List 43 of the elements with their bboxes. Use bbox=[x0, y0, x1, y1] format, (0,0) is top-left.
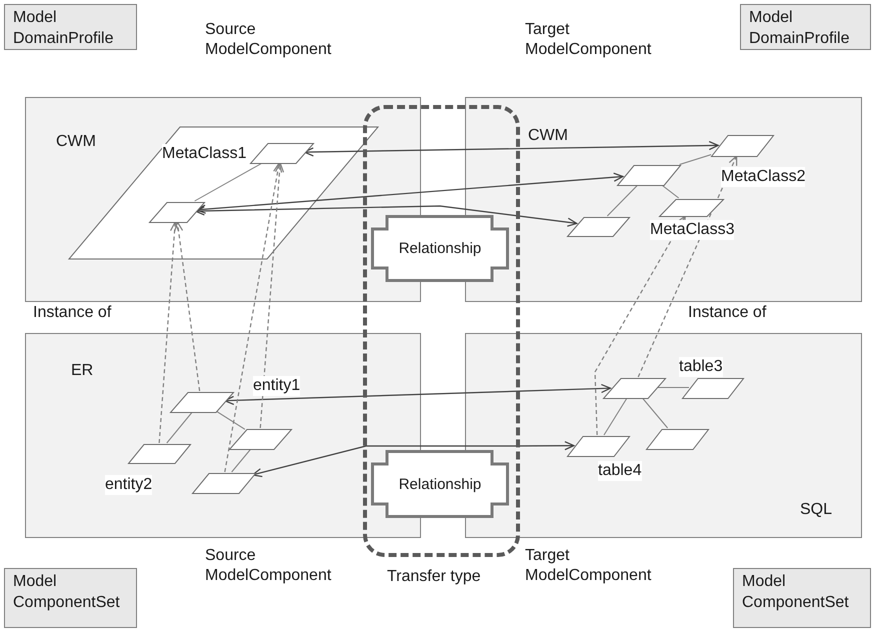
association-line bbox=[656, 387, 690, 388]
panel-title: SQL bbox=[800, 500, 832, 520]
panel-title: CWM bbox=[56, 132, 96, 152]
panel-title: CWM bbox=[528, 126, 568, 146]
element-name: table4 bbox=[598, 461, 642, 481]
instance-of-arrow bbox=[174, 221, 200, 392]
association-line bbox=[606, 184, 638, 216]
mapping-arrow bbox=[252, 441, 574, 478]
annotation-text: Target ModelComponent bbox=[525, 546, 652, 586]
element-name: MetaClass3 bbox=[650, 220, 734, 240]
association-line bbox=[642, 398, 668, 428]
association-line bbox=[194, 162, 263, 202]
association-line bbox=[231, 448, 252, 472]
association-line bbox=[215, 410, 246, 430]
association-line bbox=[679, 154, 712, 165]
element-name: entity1 bbox=[253, 376, 300, 396]
association-line bbox=[661, 184, 680, 198]
panel-title: ER bbox=[71, 361, 94, 381]
mapping-arrow bbox=[224, 384, 611, 405]
instance-of-arrow bbox=[224, 162, 282, 472]
annotation-text: Source ModelComponent bbox=[205, 20, 332, 60]
element-name: entity2 bbox=[105, 475, 152, 495]
mapping-arrow bbox=[196, 172, 624, 214]
region-title: Transfer type bbox=[387, 567, 481, 587]
model-type-label: Model ComponentSet bbox=[4, 568, 137, 628]
instance-of-arrow bbox=[158, 221, 180, 444]
element-name: table3 bbox=[679, 357, 723, 377]
annotation-text: Instance of bbox=[688, 303, 768, 323]
model-type-label: Model DomainProfile bbox=[740, 4, 871, 50]
annotation-text: Target ModelComponent bbox=[525, 20, 652, 60]
model-type-label: Model DomainProfile bbox=[4, 4, 137, 50]
relationship-label: Relationship bbox=[398, 240, 482, 257]
instance-of-arrow bbox=[260, 162, 284, 428]
element-name: MetaClass2 bbox=[721, 167, 806, 187]
annotation-text: Instance of bbox=[33, 303, 112, 323]
association-line bbox=[604, 398, 628, 436]
instance-of-arrow bbox=[594, 215, 686, 436]
model-type-label: Model ComponentSet bbox=[733, 568, 871, 628]
mapping-arrow bbox=[304, 140, 719, 157]
annotation-text: Source ModelComponent bbox=[205, 546, 332, 586]
association-line bbox=[166, 412, 193, 444]
relationship-label: Relationship bbox=[398, 476, 482, 492]
mapping-arrow bbox=[194, 205, 578, 227]
